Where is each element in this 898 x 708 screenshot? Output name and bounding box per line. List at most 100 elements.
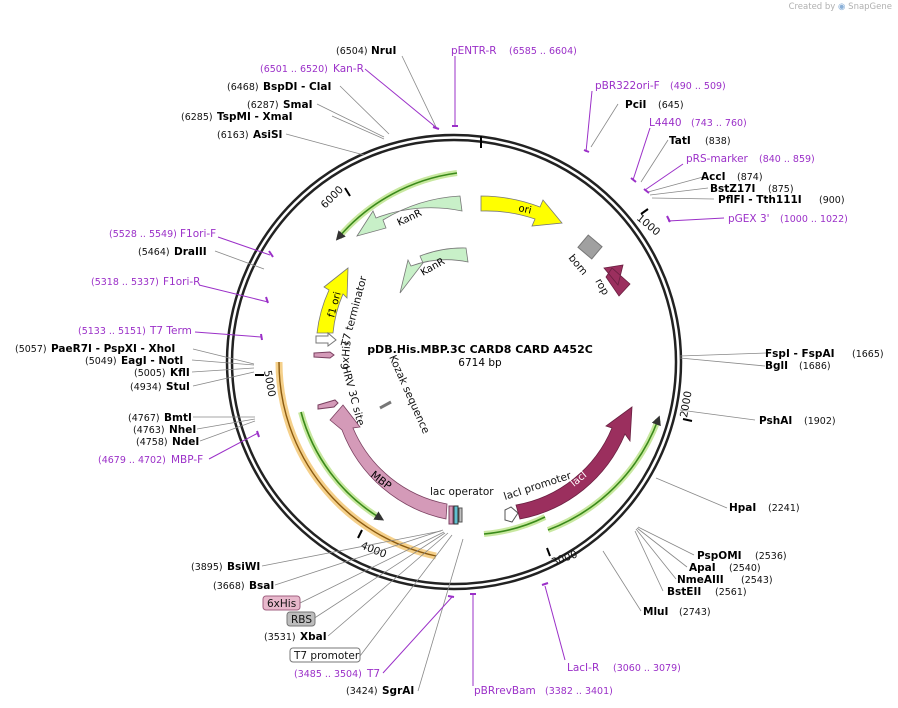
lac-operator-feature[interactable] — [448, 505, 454, 525]
kanr-primer-range: (6501 .. 6520) — [260, 64, 328, 75]
lacir-primer-range: (3060 .. 3079) — [613, 663, 681, 674]
bmti-pos: (4767) — [128, 413, 160, 424]
bstz17i-name: BstZ17I — [710, 183, 755, 195]
rbs-label-box — [286, 611, 316, 627]
kozak-feature[interactable] — [379, 400, 392, 410]
noti-name: EagI - NotI — [121, 355, 183, 367]
kanr-outline-line — [335, 172, 458, 241]
t7term-primer-range: (5133 .. 5151) — [78, 326, 146, 337]
pshai-name: PshAI — [759, 415, 792, 427]
rbs-label: RBS — [291, 614, 312, 626]
acci-name: AccI — [701, 171, 725, 183]
fspi-pos: (1665) — [852, 349, 884, 360]
xmai-name: TspMI - XmaI — [217, 111, 293, 123]
bmti-name: BmtI — [164, 412, 192, 424]
stui-name: StuI — [166, 381, 190, 393]
asisi-pos: (6163) — [217, 130, 249, 141]
bgli-name: BglI — [765, 360, 788, 372]
kfli-name: KflI — [170, 367, 190, 379]
kanr-primer-name: Kan-R — [333, 63, 364, 75]
pshai-pos: (1902) — [804, 416, 836, 427]
pcii-pos: (645) — [658, 100, 684, 111]
prs-primer-name: pRS-marker — [686, 153, 749, 165]
snapgene-credit: Created by ◉ SnapGene — [789, 2, 892, 12]
xbai-pos: (3531) — [264, 632, 296, 643]
backbone-outer — [225, 133, 683, 591]
tick-label-5000: 5000 — [261, 369, 277, 397]
pentr-primer-range: (6585 .. 6604) — [509, 46, 577, 57]
lacprom-outline-line — [547, 415, 661, 531]
prs-primer-range: (840 .. 859) — [759, 154, 815, 165]
apai-name: ApaI — [689, 562, 716, 574]
plasmid-name: pDB.His.MBP.3C CARD8 CARD A452C — [367, 343, 593, 356]
kanr-feature-1[interactable] — [356, 195, 463, 237]
mlui-name: MluI — [643, 606, 668, 618]
his-feature[interactable] — [313, 351, 335, 359]
mbp-feature[interactable] — [329, 404, 448, 520]
l4440-primer-name: L4440 — [649, 117, 682, 129]
tick-label-3000: 3000 — [550, 548, 579, 568]
f1ori-feature[interactable] — [316, 267, 349, 334]
bsteii-name: BstEII — [667, 586, 701, 598]
pbrrevbam-primer-name: pBRrevBam — [474, 685, 536, 697]
primer-lines — [194, 56, 725, 686]
clai-pos: (6468) — [227, 82, 259, 93]
xhoi-pos: (5057) — [15, 344, 47, 355]
pbr322ori-primer-name: pBR322ori-F — [595, 80, 660, 92]
tick-label-2000: 2000 — [678, 390, 694, 418]
ori-feature[interactable] — [480, 195, 563, 227]
t7-primer-range: (3485 .. 3504) — [294, 669, 362, 680]
bom-feature[interactable] — [577, 234, 603, 260]
hpai-name: HpaI — [729, 502, 756, 514]
pcii-name: PciI — [625, 99, 646, 111]
pgex-primer-name: pGEX 3' — [728, 213, 770, 225]
tick-label-6000: 6000 — [319, 184, 346, 211]
nrui-pos: (6504) — [336, 46, 368, 57]
f1orif-primer-name: F1ori-F — [180, 228, 216, 240]
draiii-name: DraIII — [174, 246, 207, 258]
credit-text: Created by — [788, 2, 836, 12]
tick-marks — [255, 187, 693, 557]
his-box-label: 6xHis — [267, 598, 296, 610]
backbone-inner — [230, 138, 678, 586]
smai-name: SmaI — [283, 99, 313, 111]
mbp-outline-line — [278, 361, 437, 557]
smai-pos: (6287) — [247, 100, 279, 111]
noti-pos: (5049) — [85, 356, 117, 367]
lacir-primer-name: LacI-R — [567, 662, 599, 674]
pspomi-name: PspOMI — [697, 550, 742, 562]
rop-feature[interactable] — [603, 264, 631, 297]
bsiwi-name: BsiWI — [227, 561, 260, 573]
t7-promoter-box — [289, 647, 361, 663]
laci-outline-arc — [483, 514, 547, 537]
tati-pos: (838) — [705, 136, 731, 147]
xmai-pos: (6285) — [181, 112, 213, 123]
inner-green-line — [300, 411, 385, 521]
bsai-name: BsaI — [249, 580, 274, 592]
kfli-pos: (5005) — [134, 368, 166, 379]
clai-name: BspDI - ClaI — [263, 81, 331, 93]
his-label: 6xHis — [339, 340, 353, 370]
connector-lines — [191, 55, 767, 692]
laci-promoter-feature[interactable] — [504, 506, 519, 523]
pbrrevbam-primer-range: (3382 .. 3401) — [545, 686, 613, 697]
plasmid-length: 6714 bp — [458, 357, 502, 369]
kanr-feature-2[interactable] — [399, 247, 469, 294]
tick-label-4000: 4000 — [359, 540, 388, 561]
bom-label: bom — [566, 252, 590, 278]
t7-terminator-feature[interactable] — [315, 331, 337, 347]
laci-feature[interactable] — [515, 406, 633, 520]
credit-brand: SnapGene — [848, 2, 892, 12]
tati-name: TatI — [669, 135, 691, 147]
l4440-primer-range: (743 .. 760) — [691, 118, 747, 129]
hrv-3c-feature[interactable] — [317, 399, 339, 410]
pspomi-pos: (2536) — [755, 551, 787, 562]
mbpf-primer-name: MBP-F — [171, 454, 203, 466]
nrui-name: NruI — [371, 45, 396, 57]
f1orir-primer-range: (5318 .. 5337) — [91, 277, 159, 288]
t7-promoter-label: T7 promoter — [293, 650, 360, 662]
nmeaiii-name: NmeAIII — [677, 574, 724, 586]
snapgene-logo-icon: ◉ — [838, 2, 846, 12]
nhei-name: NheI — [169, 424, 196, 436]
his-tag-box — [453, 505, 459, 525]
